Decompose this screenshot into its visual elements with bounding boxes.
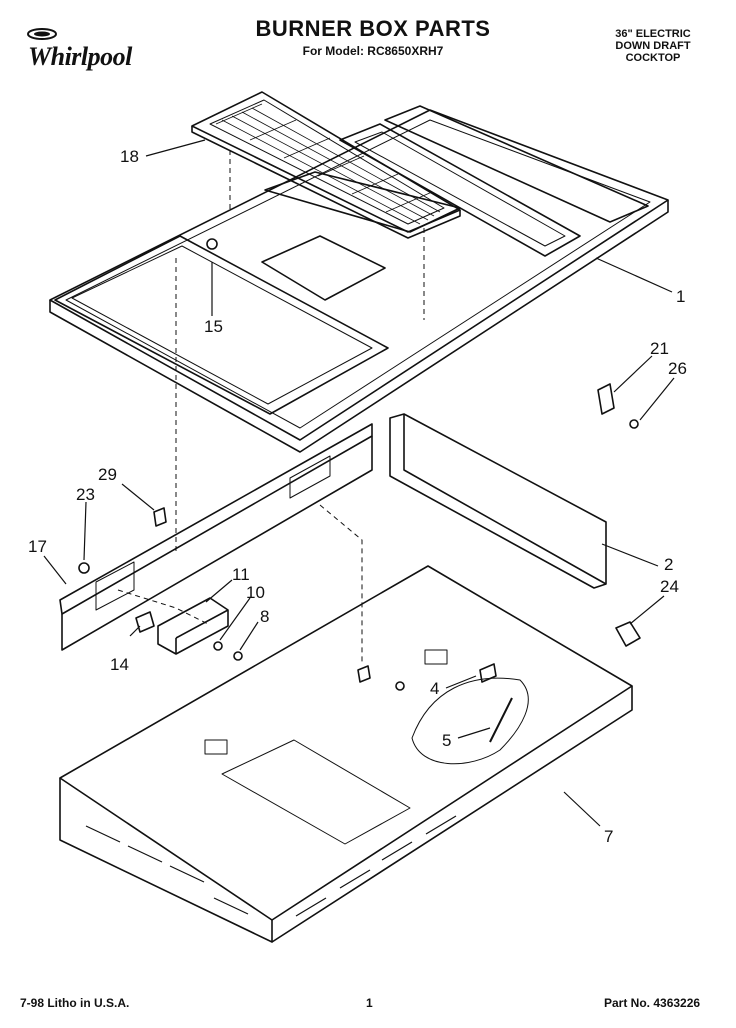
callout-26: 26 xyxy=(668,359,687,378)
logo-swoosh-icon xyxy=(27,28,57,40)
model-line: For Model: RC8650XRH7 xyxy=(302,44,444,58)
footer-date-litho: 7-98 Litho in U.S.A. xyxy=(20,996,130,1010)
callout-leaders xyxy=(43,139,675,827)
page-title: BURNER BOX PARTS xyxy=(255,16,491,41)
callout-21: 21 xyxy=(650,339,669,358)
description-line-2: DOWN DRAFT xyxy=(615,40,691,52)
vent-grille-part xyxy=(191,91,461,239)
cooktop-frame-part xyxy=(49,105,669,453)
brand-name: Whirlpool xyxy=(28,42,132,71)
callout-17: 17 xyxy=(28,537,47,556)
back-panel-part xyxy=(389,413,607,589)
callout-5: 5 xyxy=(442,731,452,750)
callout-14: 14 xyxy=(110,655,129,674)
callout-7: 7 xyxy=(604,827,614,846)
footer-page-number: 1 xyxy=(366,996,373,1010)
product-description: 36" ELECTRIC DOWN DRAFT COCKTOP xyxy=(598,28,708,64)
callout-23: 23 xyxy=(76,485,95,504)
alignment-lines xyxy=(117,150,425,665)
callout-29: 29 xyxy=(98,465,117,484)
description-line-1: 36" ELECTRIC xyxy=(615,28,691,40)
callout-10: 10 xyxy=(246,583,265,602)
burner-box-part xyxy=(59,565,633,943)
callout-24: 24 xyxy=(660,577,679,596)
callout-8: 8 xyxy=(260,607,270,626)
callout-18: 18 xyxy=(120,147,139,166)
description-line-3: COCKTOP xyxy=(625,52,681,64)
footer-part-number: Part No. 4363226 xyxy=(604,996,701,1010)
side-bracket-part xyxy=(59,423,373,651)
whirlpool-logo: Whirlpool xyxy=(20,22,160,72)
callout-1: 1 xyxy=(676,287,686,306)
small-hardware-parts xyxy=(78,238,641,691)
callout-15: 15 xyxy=(204,317,223,336)
callout-4: 4 xyxy=(430,679,440,698)
callout-11: 11 xyxy=(232,565,250,584)
callout-2: 2 xyxy=(664,555,674,574)
terminal-block-part xyxy=(157,597,229,655)
